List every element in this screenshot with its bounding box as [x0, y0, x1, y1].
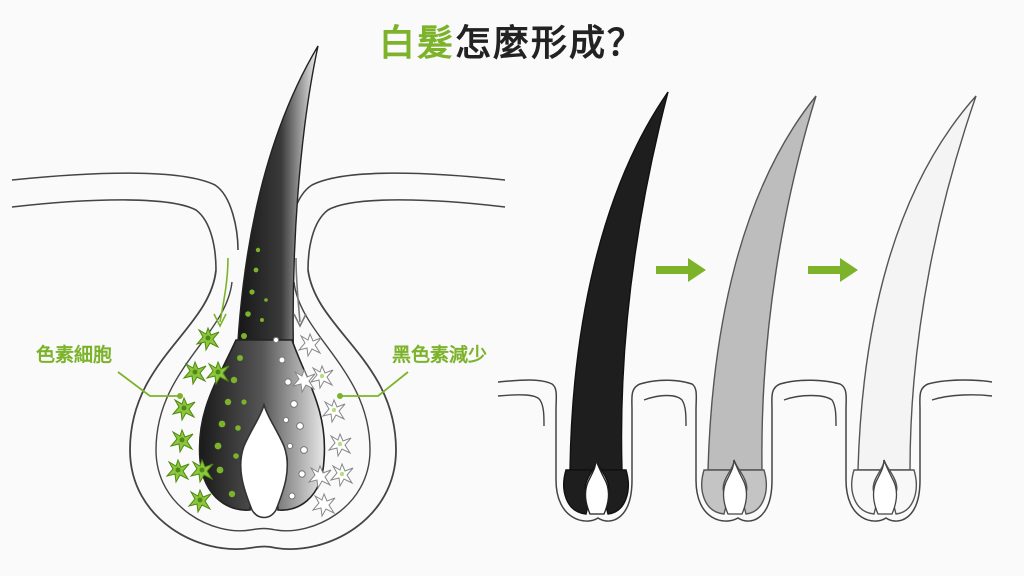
page-title: 白髮怎麼形成？ [0, 14, 1024, 66]
title-rest: 怎麼形成？ [455, 23, 646, 64]
title-highlight: 白髮 [378, 23, 455, 64]
stage-progression [497, 91, 993, 522]
callout-line-melanocytes [117, 371, 183, 399]
melanocyte-cell-nuclei [175, 335, 221, 503]
melanin-dots-left [214, 247, 268, 498]
arrow-right-1 [656, 258, 706, 282]
skin-inner-left [11, 199, 217, 271]
skin-surface-left [11, 172, 239, 251]
label-melanocytes: 色素細胞 [36, 344, 113, 366]
stage-white-hair [851, 95, 977, 515]
stage-gray-hair [701, 95, 817, 515]
hair-shaft-left [235, 45, 319, 381]
follicle-outer [129, 269, 397, 550]
follicle-section [11, 45, 506, 550]
follicle-inner [155, 281, 371, 532]
stage-black-hair [563, 91, 669, 515]
empty-dots-right [272, 336, 308, 500]
callout-line-melanin [337, 371, 409, 399]
down-arrow-right [293, 257, 307, 328]
skin-surface-right [287, 172, 506, 251]
arrow-right-2 [808, 258, 858, 282]
faded-cell-spots [319, 373, 345, 477]
skin-inner-right [307, 199, 506, 271]
dermal-papilla-left [239, 402, 289, 519]
down-arrow-left [213, 257, 229, 328]
skin-line-stages [497, 379, 993, 522]
label-melanin-reduced: 黑色素減少 [392, 344, 488, 366]
skin-line-stages-inner [497, 394, 993, 427]
